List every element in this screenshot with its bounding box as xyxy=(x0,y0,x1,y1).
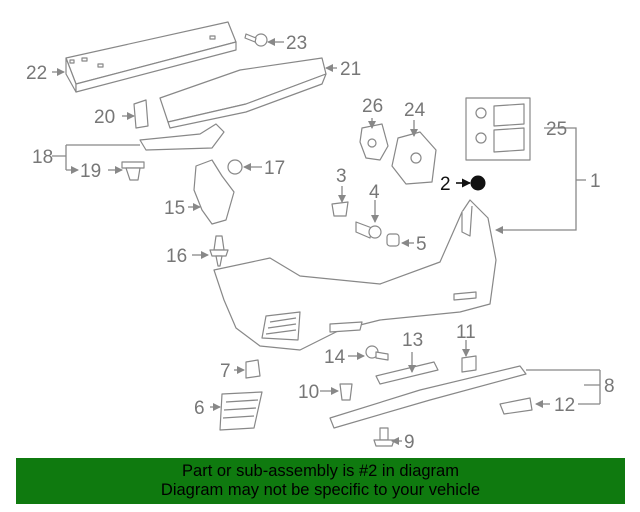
part-3-retainer xyxy=(331,201,349,217)
part-25-reflectors xyxy=(465,97,531,161)
part-7-clip xyxy=(245,359,261,379)
callout-5: 5 xyxy=(416,234,427,255)
part-4-screw xyxy=(355,221,382,239)
callout-26: 26 xyxy=(362,96,383,117)
notice-banner: Part or sub-assembly is #2 in diagram Di… xyxy=(16,458,625,504)
callout-1: 1 xyxy=(590,171,601,192)
leader-lines xyxy=(52,38,601,445)
callout-22: 22 xyxy=(26,63,47,84)
part-15-side-bracket xyxy=(193,159,235,225)
part-12-bracket xyxy=(499,397,533,415)
banner-line-2: Diagram may not be specific to your vehi… xyxy=(160,481,481,499)
callout-3: 3 xyxy=(336,166,347,187)
banner-line-1: Part or sub-assembly is #2 in diagram xyxy=(182,462,459,480)
part-14-bolt xyxy=(365,345,389,361)
callout-25: 25 xyxy=(546,119,567,140)
part-20-bracket xyxy=(133,99,149,129)
callout-17: 17 xyxy=(264,158,285,179)
part-2-cap xyxy=(470,175,486,191)
part-13-reflector xyxy=(375,361,439,385)
part-26-sensor xyxy=(359,123,389,161)
part-9-clip xyxy=(373,427,395,447)
callout-8: 8 xyxy=(604,376,615,397)
callout-24: 24 xyxy=(404,100,426,121)
part-21-absorber xyxy=(159,57,327,129)
part-16-clip xyxy=(209,235,229,267)
callout-13: 13 xyxy=(402,330,423,351)
part-5-cap xyxy=(386,233,400,247)
callout-15: 15 xyxy=(164,198,185,219)
part-8-spoiler xyxy=(329,365,527,429)
callout-12: 12 xyxy=(554,395,575,416)
callout-21: 21 xyxy=(340,59,361,80)
part-18-support xyxy=(139,123,225,151)
callout-10: 10 xyxy=(298,382,319,403)
callout-4: 4 xyxy=(369,182,380,203)
callout-7: 7 xyxy=(220,361,231,382)
part-19-clip xyxy=(121,161,145,181)
part-23-bolt xyxy=(244,33,268,47)
part-10-clip xyxy=(339,383,353,401)
callout-16: 16 xyxy=(166,246,187,267)
callout-6: 6 xyxy=(194,398,205,419)
part-17-nut xyxy=(227,159,243,175)
part-11-clip xyxy=(461,355,477,373)
callout-14: 14 xyxy=(324,347,346,368)
part-6-grille xyxy=(219,391,263,431)
callout-23: 23 xyxy=(286,33,307,54)
callout-19: 19 xyxy=(80,161,101,182)
callout-20: 20 xyxy=(94,107,115,128)
callout-2: 2 xyxy=(440,174,451,195)
callout-9: 9 xyxy=(404,432,415,453)
part-24-module xyxy=(391,131,437,185)
part-22-reinforcement xyxy=(65,21,237,93)
part-1-bumper-cover xyxy=(213,199,497,351)
callout-11: 11 xyxy=(456,322,476,343)
callout-18: 18 xyxy=(32,147,53,168)
